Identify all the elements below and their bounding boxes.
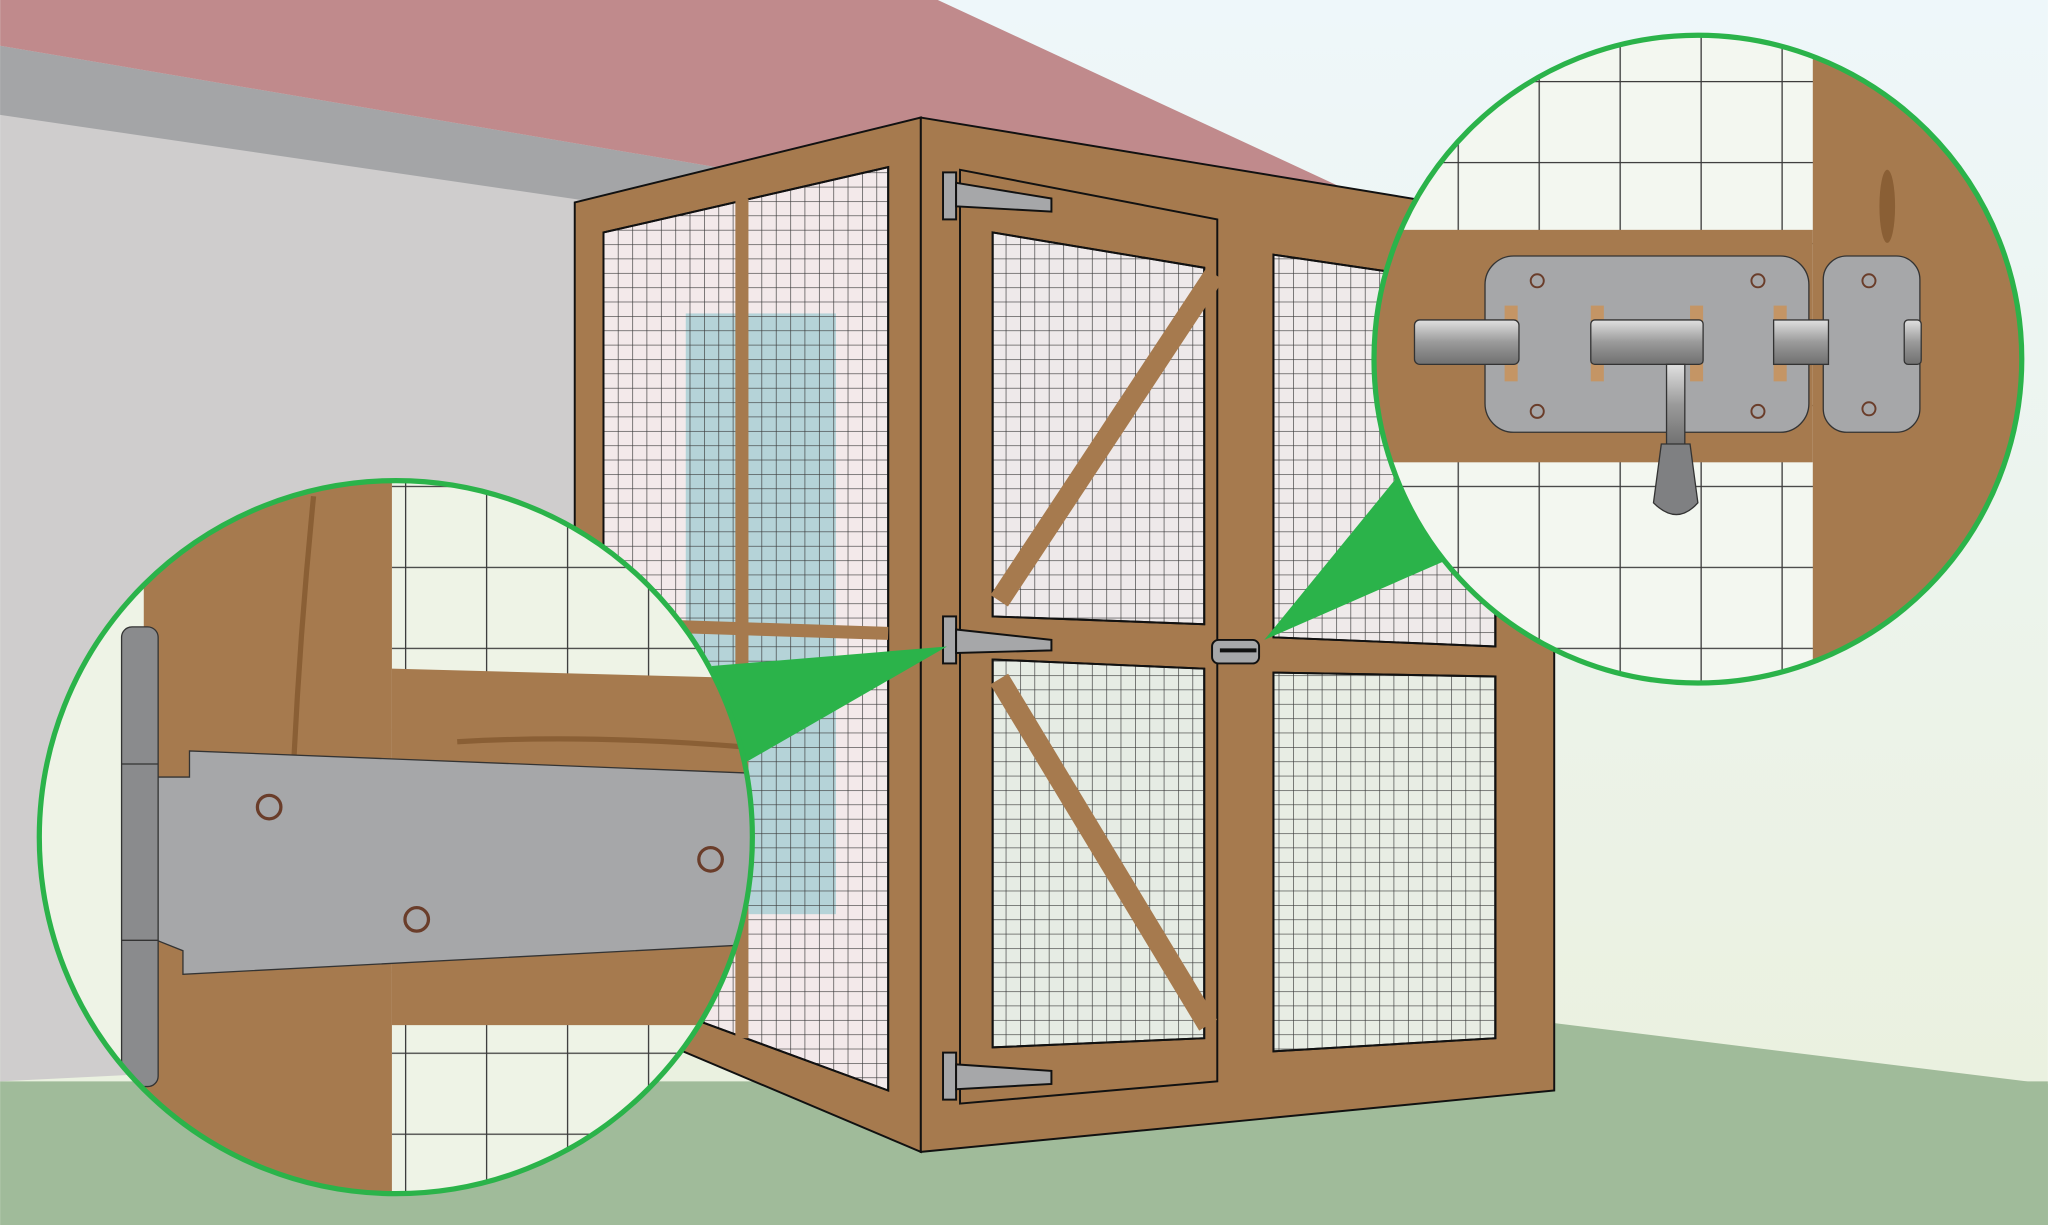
callout-pointer-latch [1264, 476, 1444, 640]
hinge-icon [942, 171, 1053, 1101]
latch-icon [1211, 638, 1261, 665]
wall-band [0, 45, 732, 223]
callout-pointer-hinge [711, 646, 947, 771]
latch-callout [1371, 32, 2025, 686]
